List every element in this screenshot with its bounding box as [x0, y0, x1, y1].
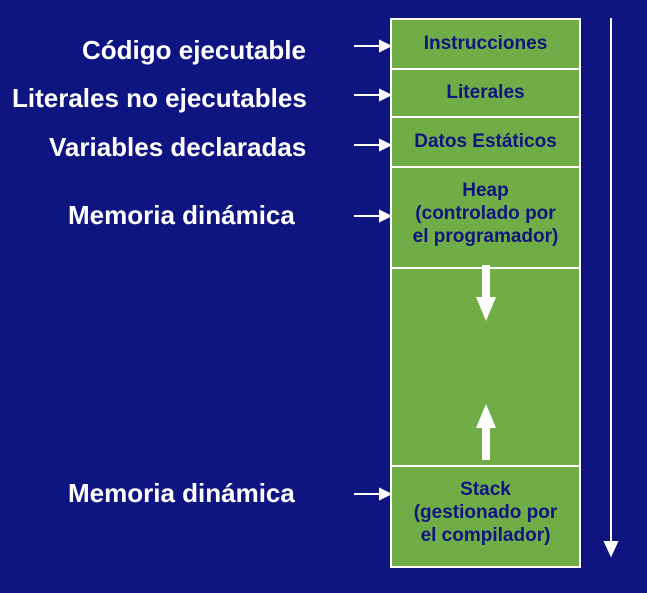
- stack-growth-arrow: [476, 404, 496, 460]
- block-stack-text: Stack (gestionado por el compilador): [413, 479, 558, 546]
- pointer-arrow-stack: [354, 487, 393, 501]
- block-instrucciones-text: Instrucciones: [423, 32, 548, 54]
- label-memoria-dinamica-heap: Memoria dinámica: [68, 200, 295, 230]
- block-datos-estaticos: Datos Estáticos: [390, 116, 581, 168]
- pointer-arrow-codigo: [354, 39, 393, 53]
- pointer-arrow-literales: [354, 88, 393, 102]
- address-direction-arrow: [603, 18, 619, 558]
- pointer-arrow-heap: [354, 209, 393, 223]
- label-codigo-ejecutable: Código ejecutable: [82, 35, 306, 65]
- label-variables-declaradas: Variables declaradas: [49, 132, 307, 162]
- block-literales-text: Literales: [446, 81, 525, 103]
- block-heap: Heap (controlado por el programador): [390, 166, 581, 269]
- label-literales-no-ejecutables: Literales no ejecutables: [12, 83, 307, 113]
- block-heap-text: Heap (controlado por el programador): [412, 180, 559, 247]
- block-instrucciones: Instrucciones: [390, 18, 581, 70]
- heap-growth-arrow: [476, 265, 496, 321]
- pointer-arrow-variables: [354, 138, 393, 152]
- block-stack: Stack (gestionado por el compilador): [390, 465, 581, 568]
- label-memoria-dinamica-stack: Memoria dinámica: [68, 478, 295, 508]
- block-datos-estaticos-text: Datos Estáticos: [414, 130, 557, 152]
